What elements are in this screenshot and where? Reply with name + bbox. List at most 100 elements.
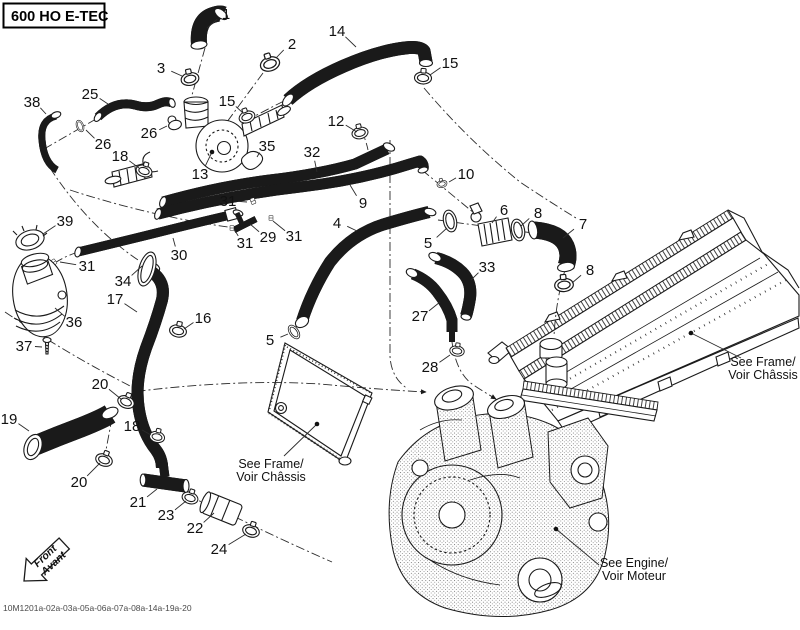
radiator-panel [267,342,373,466]
callout-8-20: 8 [534,205,542,222]
tee-fitting-29 [234,213,256,230]
callout-leader-9 [349,184,357,196]
title-box: 600 HO E-TEC [2,2,109,29]
callout-leader-35 [256,152,260,158]
callout-38-6: 38 [24,94,41,111]
callout-19-36: 19 [1,411,18,428]
callout-31-44: 31 [237,235,254,252]
callout-39-27: 39 [57,213,74,230]
callout-14-3: 14 [329,23,346,40]
clamp-2 [256,49,283,75]
tank-cap-39 [12,224,48,251]
inline-fitting-6 [469,202,513,247]
clip-31 [268,215,274,221]
callout-leader-10 [448,177,457,183]
engine [388,385,610,618]
callout-12-13: 12 [328,113,345,130]
callout-leader-18 [141,429,152,436]
callout-25-5: 25 [82,86,99,103]
clamp-24 [240,518,263,540]
callout-leader-38 [40,107,47,115]
ring-5 [440,208,460,234]
callout-leader-7 [562,228,575,239]
hose-33 [428,251,471,321]
hose-32 [158,142,396,208]
coolant-tank [12,252,68,338]
annotation-engine-line2: Voir Moteur [602,569,666,583]
callout-leader-8 [571,274,582,284]
callout-30-32: 30 [171,247,188,264]
callout-leader-14 [345,36,357,48]
hoses-and-fittings [12,6,575,540]
callout-leader-37 [34,346,43,348]
clamp-10 [435,176,449,190]
callout-leader-12 [345,124,358,133]
callout-leader-19 [18,423,30,432]
coupler-22 [199,491,243,526]
callout-leader-3 [171,70,183,77]
callout-leader-5 [436,227,448,238]
screw-37 [42,336,52,355]
callout-20-35: 20 [92,376,109,393]
callout-leader-36 [54,307,66,318]
callout-leader-17 [124,303,138,313]
callout-20-38: 20 [71,474,88,491]
callout-leader-23 [174,500,187,511]
callout-15-4: 15 [442,55,459,72]
callout-leader-25 [99,97,109,105]
callout-23-40: 23 [158,507,175,524]
annotation-frame-right-line2: Voir Châssis [728,368,797,382]
callout-leader-26 [159,125,168,131]
callout-leader-31 [272,220,286,232]
hose-25 [93,98,177,122]
callout-26-8: 26 [141,125,158,142]
callout-dot-13 [209,149,215,155]
hose-4 [294,207,437,329]
elbow-hose-7 [527,220,575,272]
callout-leader-20 [86,462,101,477]
callout-leader-30 [172,237,176,247]
callout-leader-28 [439,354,451,363]
callout-leader-31 [59,261,77,266]
callout-leader-32 [314,160,318,173]
callout-leader-21 [146,488,158,498]
clamp-15 [413,67,433,86]
hose-14 [280,47,434,108]
tee-fitting-21 [140,462,189,494]
callout-17-33: 17 [107,291,124,308]
starter-cone [517,557,563,603]
callout-36-29: 36 [66,314,83,331]
hose-19 [23,405,120,461]
callout-5-26: 5 [266,332,274,349]
callout-2-1: 2 [288,36,296,53]
part-code: 10M1201a-02a-03a-05a-06a-07a-08a-14a-19a… [3,603,192,613]
clamp-12 [349,121,370,141]
clamp-28 [448,341,466,358]
clamp-8 [553,273,575,294]
callout-33-23: 33 [479,259,496,276]
callout-31-28: 31 [79,258,96,275]
callout-26-9: 26 [95,136,112,153]
callout-leader-2 [275,49,285,59]
annotation-dot-frame-right [688,330,694,336]
callout-7-21: 7 [579,216,587,233]
callout-leader-13 [204,151,213,167]
callout-leader-29 [249,223,260,233]
callout-18-10: 18 [112,148,129,165]
callout-27-24: 27 [412,308,429,325]
callout-8-22: 8 [586,262,594,279]
callout-37-30: 37 [16,338,33,355]
callout-leader-15 [429,67,441,76]
callout-16-34: 16 [195,310,212,327]
callout-leader-39 [42,225,56,235]
callout-31-45: 31 [286,228,303,245]
callout-3-2: 3 [157,60,165,77]
callout-leader-31 [238,201,248,203]
callout-9-15: 9 [359,195,367,212]
callout-leader-6 [491,216,497,224]
callout-35-12: 35 [259,138,276,155]
callout-leader-27 [428,301,441,312]
front-direction-arrow: Front Avant [23,537,71,582]
callout-13-11: 13 [192,166,209,183]
